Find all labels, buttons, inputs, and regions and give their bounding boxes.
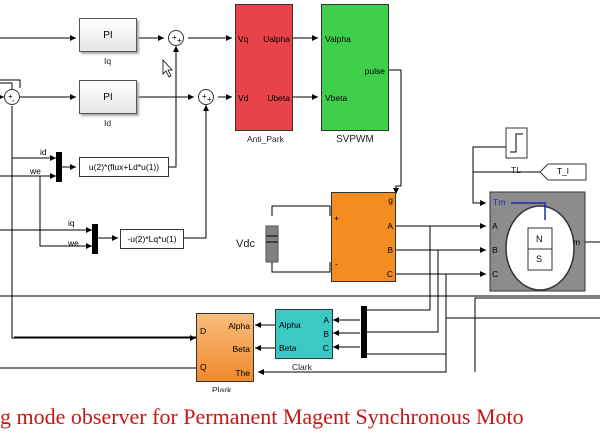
clark-out-beta: Beta <box>279 343 297 353</box>
park-in-q: Q <box>200 362 207 372</box>
clark-in-c: C <box>322 343 329 353</box>
park-in-beta: Beta <box>232 344 251 354</box>
inverter-port-b: B <box>387 245 393 255</box>
anti-park-block[interactable]: Vq Vd Ualpha Ubeta <box>235 4 293 131</box>
park-caption: Plark <box>212 385 232 395</box>
mux1-in-id: id <box>40 147 47 157</box>
fcn-block-q[interactable]: u(2)*(flux+Ld*u(1)) <box>79 157 169 177</box>
svpwm-in-alpha: Valpha <box>325 34 351 44</box>
motor-in-b: B <box>492 245 498 255</box>
mux1-in-we: we <box>30 166 41 176</box>
svpwm-block[interactable]: Valpha Vbeta pulse <box>321 4 389 131</box>
vdc-capacitor <box>265 225 279 263</box>
clark-in-b: B <box>323 329 329 339</box>
step-block[interactable] <box>506 128 527 158</box>
inverter-block[interactable]: g + - A B C <box>331 192 396 282</box>
motor-icon <box>489 191 586 292</box>
mux2-in-we: we <box>68 238 79 248</box>
sum-block-q[interactable]: + + <box>168 30 184 46</box>
motor-in-tm: Tm <box>493 197 506 207</box>
inverter-port-plus: + <box>334 213 339 223</box>
motor-out-m: m <box>573 237 581 247</box>
pi-iq-label: PI <box>103 29 113 41</box>
anti-park-out-alpha: Ualpha <box>263 34 290 44</box>
inverter-port-g: g <box>388 195 393 205</box>
park-in-d: D <box>200 326 207 336</box>
anti-park-caption: Anti_Park <box>247 134 284 144</box>
pi-block-iq[interactable]: PI <box>79 18 137 52</box>
vdc-label: Vdc <box>236 238 255 250</box>
park-in-the: The <box>235 368 250 378</box>
fcn-d-expr: -u(2)*Lq*u(1) <box>127 234 177 244</box>
goto-tag-label: T_l <box>557 166 569 176</box>
mux2-in-iq: iq <box>68 218 75 228</box>
pi-id-label: PI <box>103 91 113 103</box>
mux-block-2[interactable] <box>92 224 98 254</box>
motor-in-a: A <box>492 221 498 231</box>
anti-park-out-beta: Ubeta <box>267 93 290 103</box>
clark-in-a: A <box>323 315 329 325</box>
park-in-alpha: Alpha <box>228 321 250 331</box>
inverter-port-a: A <box>387 221 393 231</box>
fcn-q-expr: u(2)*(flux+Ld*u(1)) <box>88 162 160 172</box>
anti-park-in-q: Vq <box>238 34 249 44</box>
motor-n: N <box>536 234 543 244</box>
pi-iq-caption: Iq <box>104 56 112 66</box>
svpwm-in-beta: Vbeta <box>325 93 348 103</box>
pi-id-caption: Id <box>104 118 112 128</box>
goto-tag <box>539 163 587 181</box>
motor-s: S <box>536 254 543 264</box>
signal-lines <box>0 35 600 375</box>
clark-out-alpha: Alpha <box>279 320 301 330</box>
inverter-port-c: C <box>386 269 393 279</box>
park-block[interactable]: D Q Alpha Beta The <box>196 313 254 382</box>
step-icon <box>505 127 528 159</box>
sum-block-in[interactable]: + - <box>4 89 20 105</box>
svpwm-out-pulse: pulse <box>364 66 385 76</box>
svpwm-caption: SVPWM <box>336 134 374 145</box>
sum-block-d[interactable]: + + <box>198 89 214 105</box>
tl-label: TL <box>511 165 521 175</box>
mouse-cursor <box>162 58 173 78</box>
motor-block[interactable] <box>490 192 585 291</box>
mux-block-3[interactable] <box>361 306 367 358</box>
clark-block[interactable]: A B C Alpha Beta <box>275 309 333 359</box>
inverter-port-minus: - <box>335 259 338 269</box>
mux-block-1[interactable] <box>56 152 62 182</box>
clark-caption: Clark <box>292 362 312 372</box>
anti-park-in-d: Vd <box>238 93 249 103</box>
motor-in-c: C <box>492 269 499 279</box>
pi-block-id[interactable]: PI <box>79 80 137 114</box>
fcn-block-d[interactable]: -u(2)*Lq*u(1) <box>120 229 184 249</box>
video-caption: g mode observer for Permanent Magent Syn… <box>0 392 600 442</box>
